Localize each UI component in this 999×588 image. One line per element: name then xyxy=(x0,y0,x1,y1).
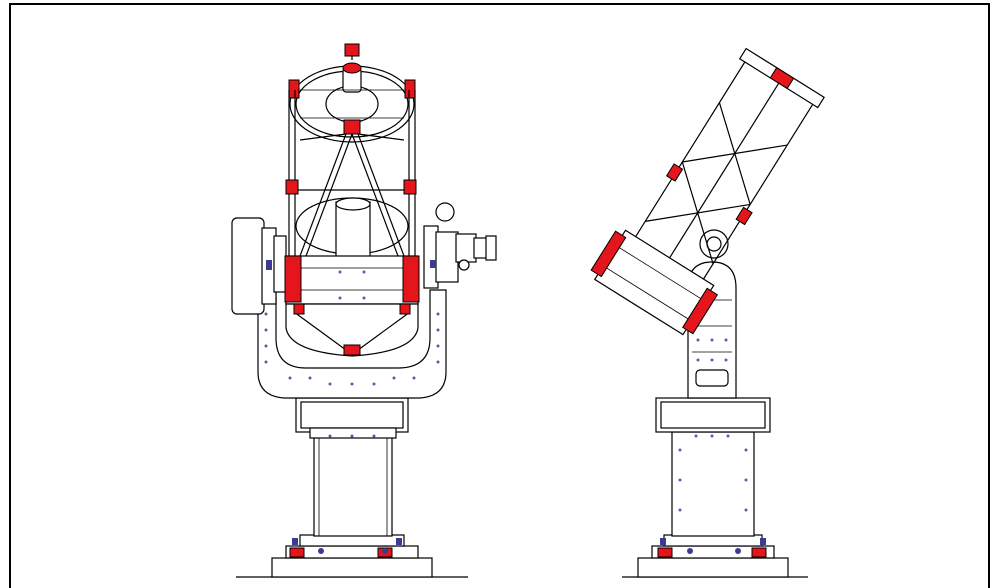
side-pier xyxy=(671,431,755,537)
front-upper-ring xyxy=(288,43,416,143)
front-focuser xyxy=(423,202,497,289)
side-tube xyxy=(590,47,825,336)
side-view xyxy=(590,47,825,578)
front-altitude-drive-left xyxy=(231,217,287,315)
front-base-plate xyxy=(236,534,468,578)
front-fork xyxy=(257,289,447,399)
front-view xyxy=(231,43,497,578)
side-rivets xyxy=(678,338,748,512)
front-azimuth-housing xyxy=(295,397,409,439)
front-mirror-box xyxy=(284,197,420,357)
side-base-plate xyxy=(622,534,808,578)
drawing-frame xyxy=(9,3,990,588)
side-azimuth-housing xyxy=(655,397,771,433)
front-rivets xyxy=(264,270,440,438)
front-pier xyxy=(313,431,393,537)
front-truss xyxy=(285,90,417,258)
